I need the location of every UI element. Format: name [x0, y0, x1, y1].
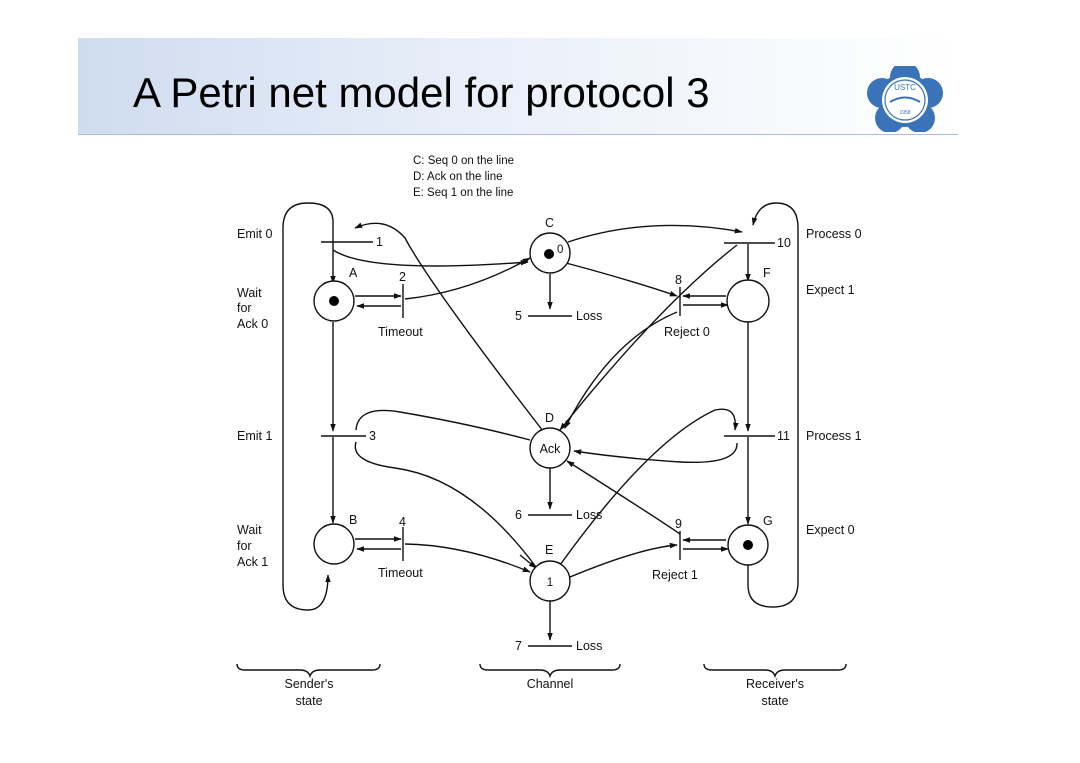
place-e: [529, 560, 571, 602]
transition-2-label: 2: [399, 270, 406, 284]
transition-10-label: 10: [777, 236, 791, 250]
place-f-label: F: [763, 266, 771, 280]
arc-e-t11: [559, 408, 739, 566]
label-expect0: Expect 0: [806, 523, 855, 537]
loss-label-5: Loss: [576, 309, 602, 323]
label-wait-ack0-line3: Ack 0: [237, 317, 268, 331]
place-e-label: E: [545, 543, 553, 557]
arc-t11-d: [573, 442, 738, 464]
reject1-label: Reject 1: [652, 568, 698, 582]
place-d-content: Ack: [540, 442, 562, 456]
label-process1: Process 1: [806, 429, 862, 443]
label-wait-ack0-line2: for: [237, 301, 252, 315]
arc-t3-e-head: [519, 554, 537, 569]
timeout-label-bottom: Timeout: [378, 566, 423, 580]
university-seal-icon: USTC 1958: [867, 66, 943, 132]
place-d-label: D: [545, 411, 554, 425]
place-f: [726, 279, 770, 323]
arc-c-t10: [567, 224, 743, 243]
reject0-label: Reject 0: [664, 325, 710, 339]
label-emit0: Emit 0: [237, 227, 272, 241]
place-g-label: G: [763, 514, 773, 528]
bracket-sender: [236, 663, 381, 679]
seal-inner: [882, 77, 928, 123]
logo-text: USTC: [894, 83, 916, 92]
arc-c-t8: [565, 262, 678, 297]
group-receiver-line2: state: [761, 694, 788, 708]
bracket-channel: [479, 663, 621, 679]
transition-7-label: 7: [515, 639, 522, 653]
arc-t4-e: [404, 543, 531, 573]
slide-title: A Petri net model for protocol 3: [133, 69, 710, 116]
group-sender-line2: state: [295, 694, 322, 708]
token-a: [329, 296, 339, 306]
title-band: [78, 38, 958, 135]
transition-1-label: 1: [376, 235, 383, 249]
label-wait-ack1-line3: Ack 1: [237, 555, 268, 569]
group-sender-line1: Sender's: [285, 677, 334, 691]
transition-4-label: 4: [399, 515, 406, 529]
transition-5-label: 5: [515, 309, 522, 323]
place-c-label: C: [545, 216, 554, 230]
arc-t3-e: [354, 409, 537, 568]
label-process0: Process 0: [806, 227, 862, 241]
arc-t2-c: [404, 257, 531, 300]
legend-line-d: D: Ack on the line: [413, 171, 503, 183]
group-receiver-line1: Receiver's: [746, 677, 804, 691]
logo-year: 1958: [899, 110, 910, 116]
arc-t9-d: [566, 460, 681, 535]
legend-line-e: E: Seq 1 on the line: [413, 187, 513, 199]
timeout-label-top: Timeout: [378, 325, 423, 339]
arc-d-t1: [354, 222, 544, 432]
group-channel: Channel: [527, 677, 574, 691]
arc-e-t9: [569, 542, 678, 578]
place-b-label: B: [349, 513, 357, 527]
label-emit1: Emit 1: [237, 429, 272, 443]
loss-label-7: Loss: [576, 639, 602, 653]
label-expect1: Expect 1: [806, 283, 855, 297]
receiver-loop: [747, 202, 799, 608]
place-e-content: 1: [547, 577, 553, 589]
seal-glyph-mark: [889, 96, 921, 103]
token-g: [743, 540, 753, 550]
arc-t10-d: [559, 244, 738, 431]
label-wait-ack1-line1: Wait: [237, 523, 262, 537]
sender-loop: [282, 202, 334, 611]
place-b: [313, 523, 355, 565]
transition-6-label: 6: [515, 508, 522, 522]
arc-t8-d: [564, 311, 678, 429]
bracket-receiver: [703, 663, 847, 679]
token-c: [544, 249, 554, 259]
transition-3-label: 3: [369, 429, 376, 443]
transition-11-label: 11: [777, 429, 790, 443]
arc-t1-c: [332, 249, 529, 267]
transition-9-label: 9: [675, 517, 682, 531]
transition-8-label: 8: [675, 273, 682, 287]
label-wait-ack0-line1: Wait: [237, 286, 262, 300]
place-d: [529, 427, 571, 469]
legend-line-c: C: Seq 0 on the line: [413, 155, 514, 167]
place-a-label: A: [349, 266, 358, 280]
place-c-content: 0: [557, 244, 563, 256]
label-wait-ack1-line2: for: [237, 539, 252, 553]
loss-label-6: Loss: [576, 508, 602, 522]
